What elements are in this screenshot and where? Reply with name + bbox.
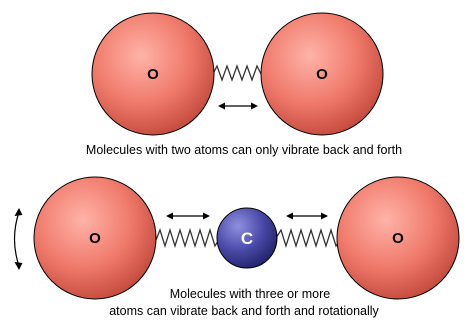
top-molecule-caption: Molecules with two atoms can only vibrat… (86, 143, 402, 157)
top-right-oxygen-atom (260, 12, 384, 136)
bottom-left-bond-spring-icon (155, 227, 221, 249)
bottom-center-carbon-atom (216, 207, 278, 269)
bottom-right-vibration-arrow-icon (286, 212, 328, 220)
bottom-right-bond-spring-icon (275, 227, 341, 249)
bottom-molecule-caption-line1: Molecules with three or more (170, 287, 331, 301)
top-bond-spring-icon (211, 64, 263, 82)
rotation-arrow-icon (13, 208, 23, 270)
bottom-right-oxygen-atom (336, 176, 460, 300)
top-molecule: O O Molecules with two atoms can only vi… (86, 12, 402, 157)
bottom-center-carbon-label: C (241, 229, 253, 248)
bottom-left-vibration-arrow-icon (166, 212, 210, 220)
top-left-oxygen-label: O (147, 66, 159, 83)
top-right-oxygen-label: O (316, 66, 328, 83)
bottom-right-oxygen-label: O (392, 230, 404, 247)
top-vibration-arrow-icon (218, 102, 258, 110)
bottom-molecule-caption-line2: atoms can vibrate back and forth and rot… (109, 304, 379, 318)
bottom-left-oxygen-atom (33, 176, 157, 300)
bottom-molecule: O C O Molecules with three or more atoms… (13, 176, 460, 318)
bottom-left-oxygen-label: O (89, 230, 101, 247)
top-left-oxygen-atom (91, 12, 215, 136)
